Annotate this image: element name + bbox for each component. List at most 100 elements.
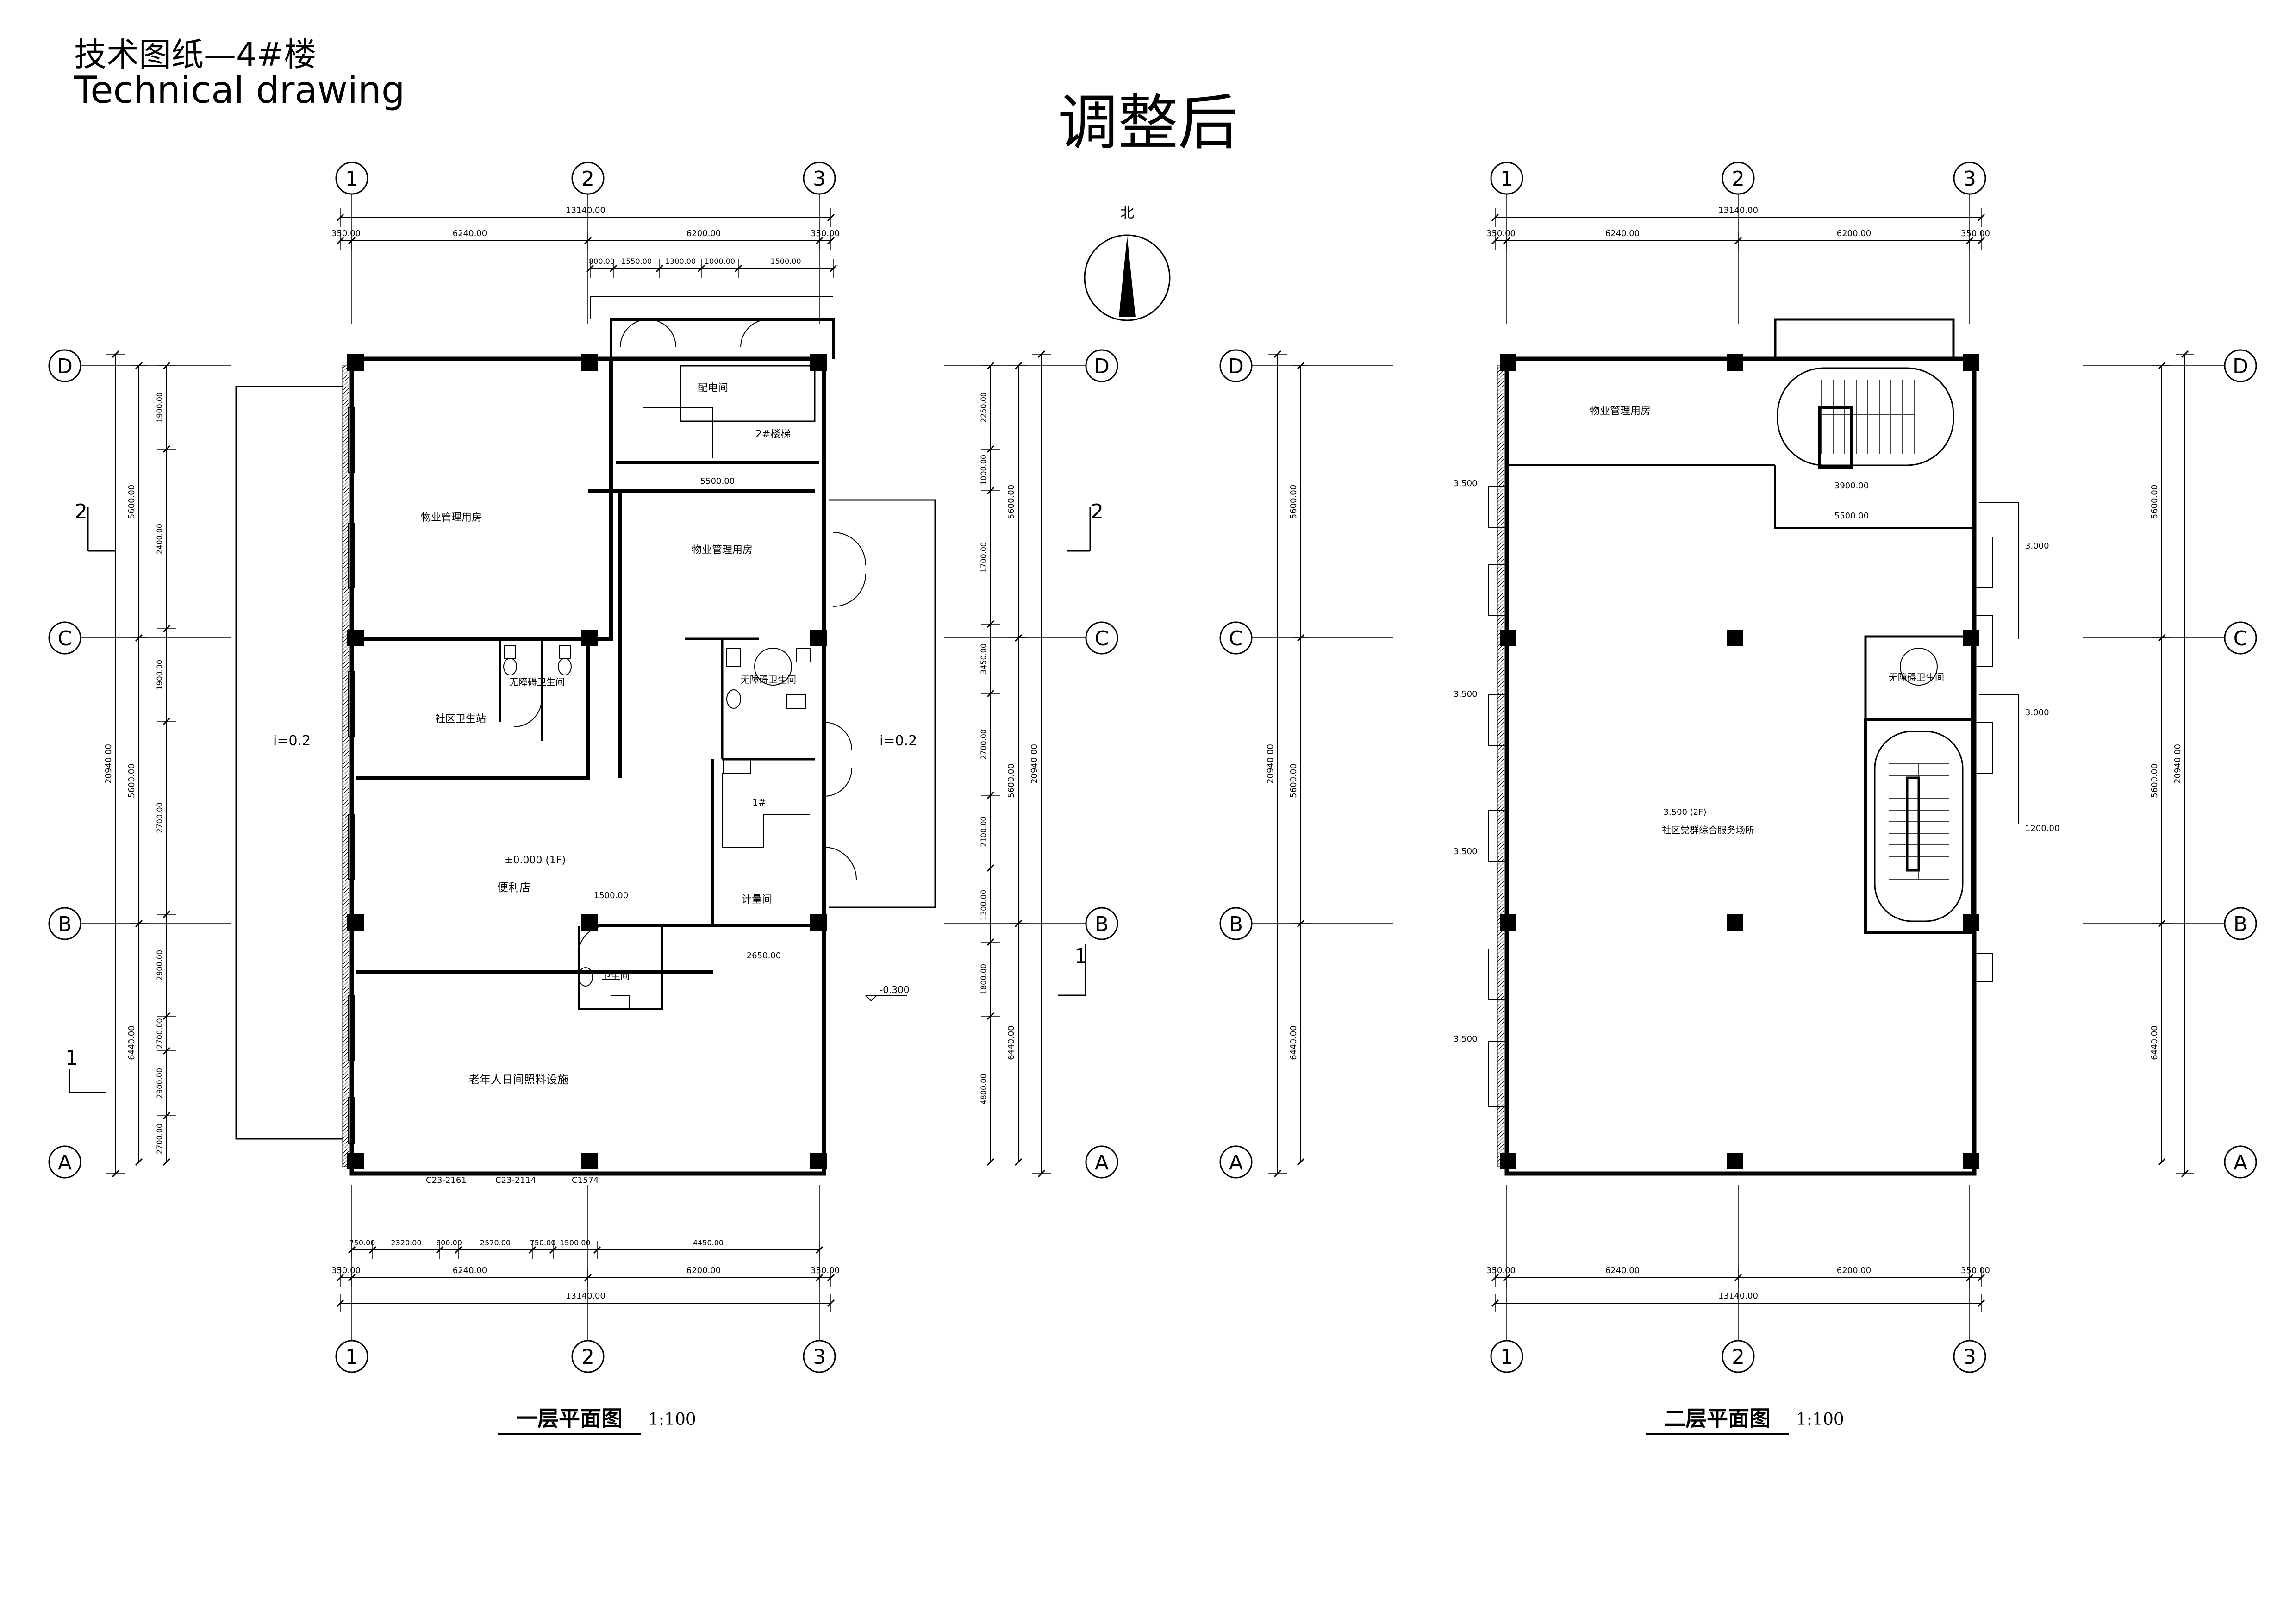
room-property-left: 物业管理用房 <box>421 512 482 524</box>
dimension-text: 13140.00 <box>1718 206 1758 215</box>
dimension-text: 20940.00 <box>1266 744 1275 784</box>
dimension-text: 1550.00 <box>621 257 652 266</box>
dimension-text: 1900.00 <box>155 660 164 690</box>
axis-bubble-1 <box>1490 162 1523 195</box>
window-tag: C23-2161 <box>426 1175 467 1185</box>
dimension-text: 5600.00 <box>127 485 137 519</box>
dimension-text: 4450.00 <box>693 1238 724 1247</box>
axis-bubble-C-label: C <box>1095 627 1109 650</box>
axis-bubble-D-label: D <box>57 355 73 378</box>
axis-bubble-D <box>1219 349 1253 382</box>
dimension-text: 1000.00 <box>705 257 735 266</box>
ground-level: ±0.000 (1F) <box>505 855 566 866</box>
dimension-text: 2700.00 <box>155 1124 164 1154</box>
svg-text:2: 2 <box>1091 500 1104 524</box>
dimension-text: 600.00 <box>436 1238 462 1247</box>
axis-bubble-1-label: 1 <box>1500 167 1513 191</box>
dimension-text: 5600.00 <box>1006 485 1016 519</box>
dimension-text: 4800.00 <box>979 1074 988 1104</box>
axis-bubble-A-label: A <box>58 1151 72 1174</box>
axis-bubble-A <box>2224 1145 2257 1179</box>
dimension-text: 2700.00 <box>155 802 164 833</box>
dimension-text: 1300.00 <box>979 890 988 920</box>
dimension-text: 6440.00 <box>1006 1025 1016 1060</box>
dimension-text: 20940.00 <box>104 744 113 784</box>
dimension-text: 1500.00 <box>770 257 801 266</box>
axis-bubble-B-label: B <box>1095 912 1109 936</box>
axis-bubble-A <box>48 1145 81 1179</box>
axis-bubble-2-label: 2 <box>1732 167 1745 191</box>
room-distribution: 配电间 <box>698 382 728 394</box>
plan2-scale: 1:100 <box>1796 1410 1844 1429</box>
right-slope-note: i=0.2 <box>880 733 917 749</box>
axis-bubble-C <box>1085 621 1118 655</box>
axis-bubble-C-label: C <box>2234 627 2248 650</box>
axis-bubble-D-label: D <box>1228 355 1244 378</box>
dimension-text: 1800.00 <box>979 964 988 994</box>
plan2-caption: 二层平面图 <box>1664 1406 1771 1431</box>
dimension-text: 2700.00 <box>979 729 988 760</box>
axis-bubble-2 <box>1722 1340 1755 1373</box>
ground-floor-plan: i=0.2 i=0.2 ±0.000 (1F) -0.300 配电间 2#楼梯 … <box>65 296 1104 1435</box>
axis-bubble-D-label: D <box>2233 355 2248 378</box>
north-label: 北 <box>1120 205 1134 221</box>
dimension-text: 2570.00 <box>480 1238 511 1247</box>
axis-bubble-A-label: A <box>2234 1151 2247 1174</box>
axis-bubble-2 <box>571 162 605 195</box>
axis-bubble-1-label: 1 <box>345 167 358 191</box>
plan1-scale: 1:100 <box>648 1410 696 1429</box>
level-tag: 3.000 <box>2025 708 2049 718</box>
dimension-text: 1700.00 <box>979 542 988 573</box>
axis-bubble-3 <box>803 1340 836 1373</box>
window-tag: C23-2114 <box>495 1175 536 1185</box>
section-mark-2-right: 2 <box>1067 500 1104 552</box>
dimension-text: 6200.00 <box>686 229 721 238</box>
dimension-text: 6440.00 <box>127 1025 137 1060</box>
dimension-text: 3450.00 <box>979 643 988 674</box>
room-elderly-care: 老年人日间照料设施 <box>468 1073 568 1086</box>
dimension-text: 5600.00 <box>2150 485 2159 519</box>
dimension-text: 5600.00 <box>1289 485 1298 519</box>
second-level: 3.500 (2F) <box>1663 807 1706 817</box>
axis-bubble-B-label: B <box>58 912 72 936</box>
axis-bubble-3-label: 3 <box>813 167 826 191</box>
drawing-subtitle: Technical drawing <box>74 69 405 112</box>
dimension-text: 2320.00 <box>391 1238 421 1247</box>
left-slope-note: i=0.2 <box>273 733 311 749</box>
dimension-text: 20940.00 <box>2173 744 2183 784</box>
room-community-hall: 社区党群综合服务场所 <box>1662 824 1754 836</box>
dimension-text: 2400.00 <box>155 524 164 554</box>
dimension-text: 350.00 <box>331 229 361 238</box>
axis-bubble-C <box>1219 621 1253 655</box>
exterior-level: -0.300 <box>880 984 909 995</box>
interior-dim: 1500.00 <box>594 891 628 900</box>
dimension-text: 6240.00 <box>1605 1266 1640 1275</box>
dimension-text: 6240.00 <box>453 229 487 238</box>
window-tag: C1574 <box>572 1175 599 1185</box>
dimension-text: 350.00 <box>331 1266 361 1275</box>
axis-bubble-C-label: C <box>1229 627 1243 650</box>
dimension-text: 5600.00 <box>1289 763 1298 798</box>
axis-bubble-3-label: 3 <box>813 1345 826 1369</box>
plan1-caption: 一层平面图 <box>516 1406 623 1431</box>
section-mark-1-left: 1 <box>65 1046 106 1093</box>
dimension-text: 2700.00 <box>155 1018 164 1049</box>
axis-bubble-2 <box>1722 162 1755 195</box>
room-accessible-wc-2: 无障碍卫生间 <box>741 674 796 685</box>
dimension-text: 350.00 <box>1486 1266 1516 1275</box>
axis-bubble-1 <box>335 1340 368 1373</box>
interior-dim: 5500.00 <box>700 476 735 486</box>
room-convenience: 便利店 <box>497 881 530 894</box>
dimension-text: 1000.00 <box>979 455 988 485</box>
axis-bubble-3-label: 3 <box>1963 1345 1976 1369</box>
interior-dim: 2650.00 <box>747 951 781 961</box>
dimension-text: 5600.00 <box>2150 763 2159 798</box>
level-tag: 3.500 <box>1454 479 1478 488</box>
dimension-text: 5600.00 <box>1006 763 1016 798</box>
section-mark-2-left: 2 <box>75 500 116 552</box>
axis-bubble-B <box>1219 907 1253 940</box>
svg-text:2: 2 <box>75 500 87 524</box>
interior-dim: 5500.00 <box>1834 511 1869 521</box>
